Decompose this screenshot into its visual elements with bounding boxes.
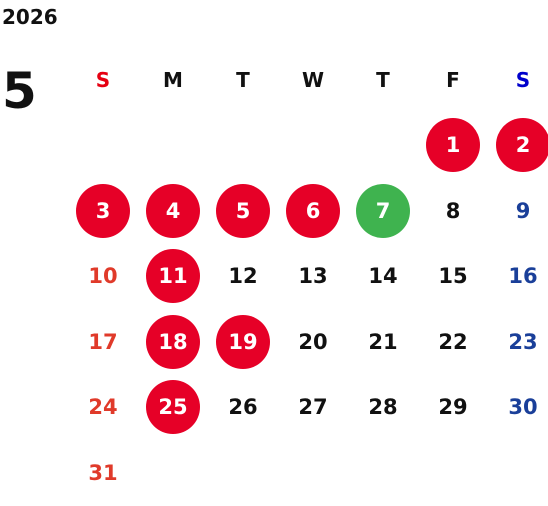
day-number-7: 7 (356, 183, 410, 238)
day-cell[interactable]: 1 (418, 113, 488, 179)
day-cell[interactable]: 12 (208, 244, 278, 310)
day-number-6: 6 (286, 183, 340, 238)
day-cell[interactable]: 29 (418, 375, 488, 441)
day-number-8: 8 (445, 198, 461, 223)
day-cell[interactable]: 19 (208, 309, 278, 375)
day-number-24: 24 (88, 395, 118, 420)
day-cell[interactable]: 16 (488, 244, 548, 310)
day-number-19: 19 (216, 314, 270, 369)
day-cell[interactable]: 20 (278, 309, 348, 375)
weekday-tuesday: T (236, 67, 250, 92)
day-cell[interactable]: 10 (68, 244, 138, 310)
weekday-sunday: S (95, 67, 111, 92)
day-number-1: 1 (426, 118, 480, 173)
weekday-saturday: S (515, 67, 531, 92)
day-cell[interactable]: 8 (418, 178, 488, 244)
day-number-13: 13 (298, 264, 328, 289)
day-number-26: 26 (228, 395, 258, 420)
day-number-9: 9 (515, 198, 531, 223)
day-cell[interactable]: 27 (278, 375, 348, 441)
day-number-3: 3 (76, 183, 130, 238)
day-cell[interactable]: 30 (488, 375, 548, 441)
day-number-14: 14 (368, 264, 398, 289)
day-cell[interactable]: 23 (488, 309, 548, 375)
day-number-25: 25 (146, 380, 200, 435)
day-number-22: 22 (438, 329, 468, 354)
day-cell[interactable]: 28 (348, 375, 418, 441)
day-number-30: 30 (508, 395, 538, 420)
day-cell[interactable]: 4 (138, 178, 208, 244)
day-number-4: 4 (146, 183, 200, 238)
empty-cell (68, 113, 138, 179)
day-number-20: 20 (298, 329, 328, 354)
weekday-wednesday: W (301, 67, 325, 92)
day-number-2: 2 (496, 118, 548, 173)
day-cell[interactable]: 6 (278, 178, 348, 244)
day-number-28: 28 (368, 395, 398, 420)
day-cell[interactable]: 5 (208, 178, 278, 244)
day-number-29: 29 (438, 395, 468, 420)
day-number-23: 23 (508, 329, 538, 354)
day-number-5: 5 (216, 183, 270, 238)
empty-cell (278, 113, 348, 179)
day-cell[interactable]: 15 (418, 244, 488, 310)
day-number-16: 16 (508, 264, 538, 289)
weekday-friday: F (446, 67, 460, 92)
day-number-11: 11 (146, 249, 200, 304)
day-cell[interactable]: 17 (68, 309, 138, 375)
day-cell[interactable]: 25 (138, 375, 208, 441)
day-cell[interactable]: 2 (488, 113, 548, 179)
day-cell[interactable]: 7 (348, 178, 418, 244)
day-cell[interactable]: 3 (68, 178, 138, 244)
day-cell[interactable]: 14 (348, 244, 418, 310)
year-label: 2026 (2, 5, 58, 29)
day-number-17: 17 (88, 329, 118, 354)
day-cell[interactable]: 13 (278, 244, 348, 310)
day-cell[interactable]: 21 (348, 309, 418, 375)
day-cell[interactable]: 9 (488, 178, 548, 244)
weekday-thursday: T (376, 67, 390, 92)
day-cell[interactable]: 24 (68, 375, 138, 441)
weekday-monday: M (163, 67, 183, 92)
day-number-31: 31 (88, 460, 118, 485)
day-number-18: 18 (146, 314, 200, 369)
empty-cell (138, 113, 208, 179)
day-number-10: 10 (88, 264, 118, 289)
day-number-12: 12 (228, 264, 258, 289)
day-cell[interactable]: 26 (208, 375, 278, 441)
day-number-15: 15 (438, 264, 468, 289)
empty-cell (348, 113, 418, 179)
day-cell[interactable]: 18 (138, 309, 208, 375)
empty-cell (208, 113, 278, 179)
day-cell[interactable]: 11 (138, 244, 208, 310)
day-number-21: 21 (368, 329, 398, 354)
day-number-27: 27 (298, 395, 328, 420)
day-cell[interactable]: 31 (68, 440, 138, 506)
month-label: 5 (2, 62, 37, 120)
day-cell[interactable]: 22 (418, 309, 488, 375)
